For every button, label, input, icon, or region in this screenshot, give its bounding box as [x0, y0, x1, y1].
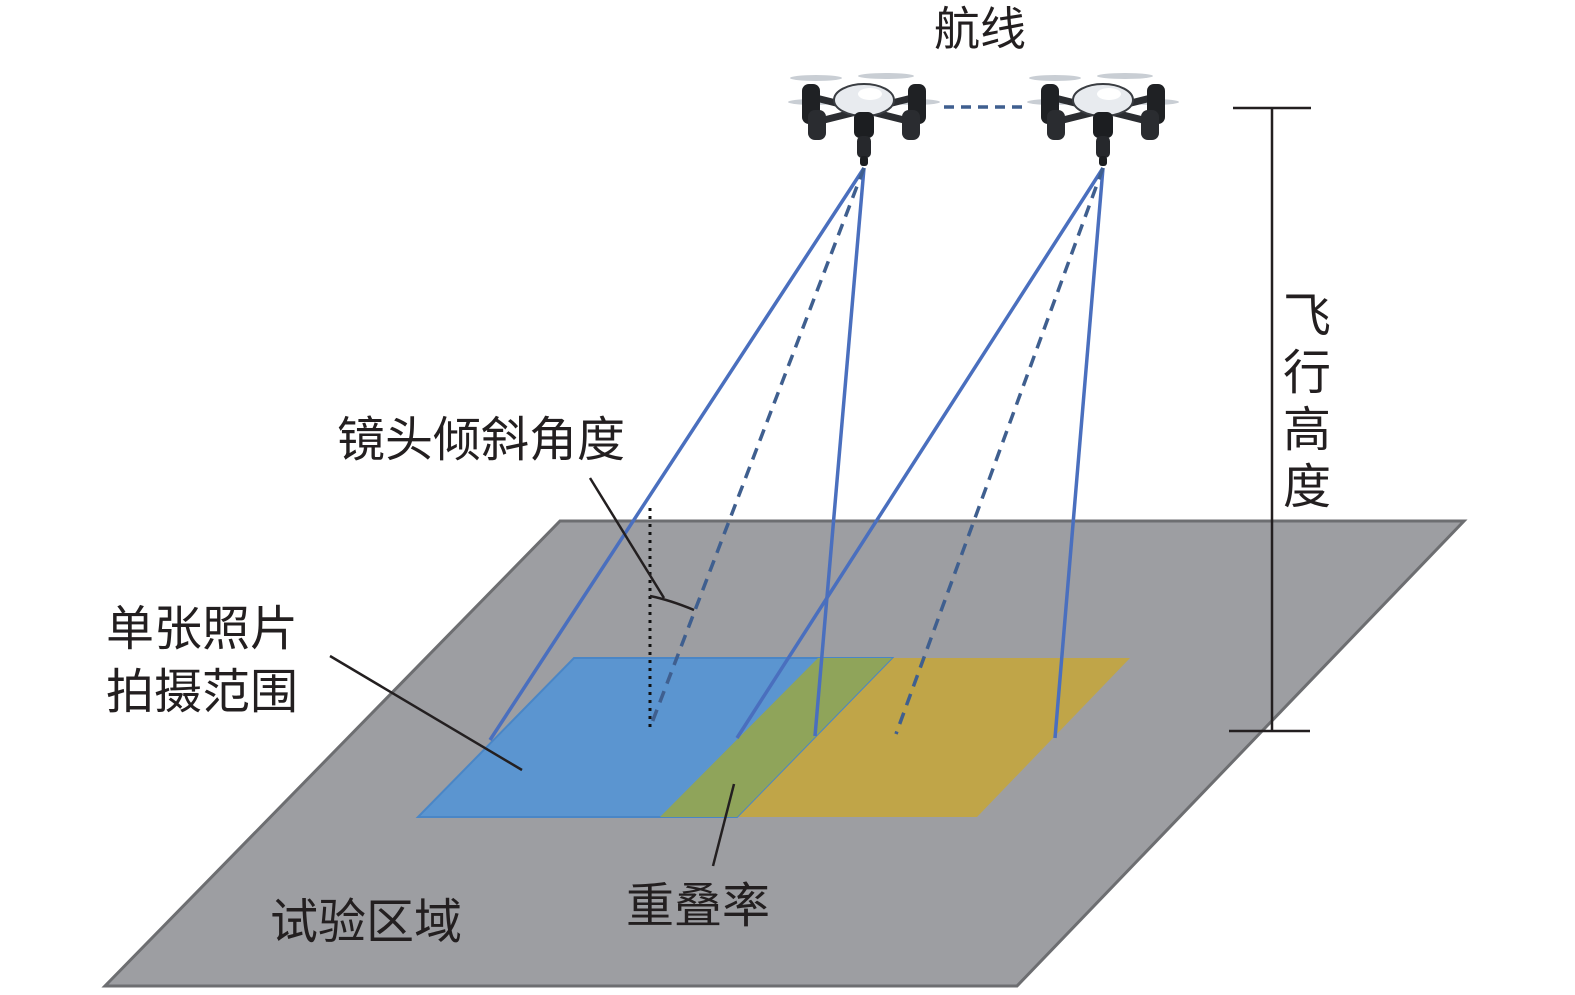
quadcopter-drone-icon [1027, 73, 1179, 166]
lens-tilt-angle-label: 镜头倾斜角度 [337, 412, 625, 468]
right-drone-center-axis [894, 167, 1105, 735]
coverage-leader [329, 654, 523, 772]
tilt-angle-arc [649, 594, 695, 612]
drone-right [1027, 73, 1179, 166]
right-drone-view-line-b [1053, 167, 1105, 739]
coverage-label-line2: 拍摄范围 [106, 664, 298, 720]
right-drone-view-line-a [735, 167, 1105, 739]
photo-footprint-second [660, 658, 1130, 817]
flight-height-label-char-1: 飞 [1283, 288, 1331, 344]
flight-height-label-char-3: 高 [1283, 402, 1331, 458]
tilt-angle-leader [588, 477, 666, 599]
flight-height-label-char-2: 行 [1283, 345, 1331, 401]
quadcopter-drone-icon [788, 73, 940, 166]
flight-height-label-char-4: 度 [1283, 459, 1331, 515]
overlap-region [660, 658, 892, 817]
left-drone-view-line-b [813, 167, 866, 737]
left-drone-view-line-a [488, 167, 866, 741]
overlap-rate-label: 重叠率 [626, 878, 770, 934]
overlap-leader [711, 783, 736, 867]
test-area-label: 试验区域 [270, 894, 462, 950]
coverage-label-line1: 单张照片 [106, 601, 298, 657]
drone-left [788, 73, 940, 166]
flight-route-label: 航线 [934, 2, 1026, 56]
